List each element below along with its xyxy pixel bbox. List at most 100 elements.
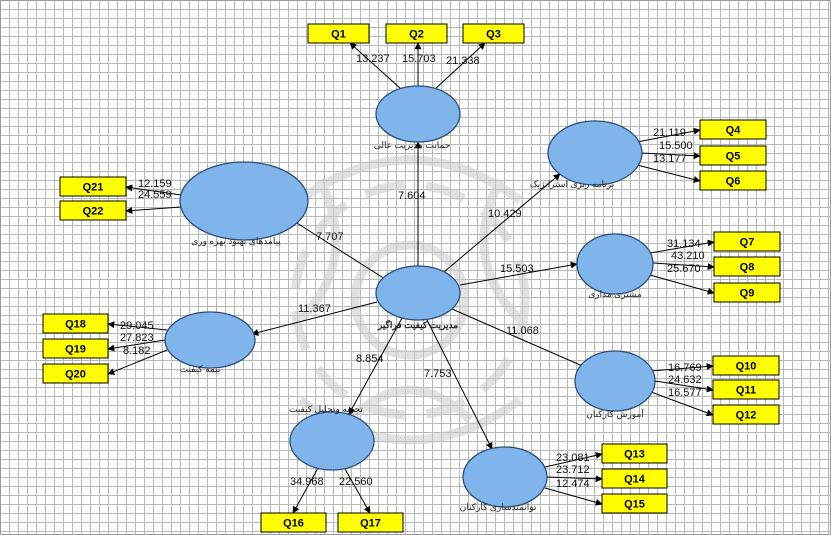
indicator-box bbox=[713, 256, 781, 277]
loading-path-q7 bbox=[649, 239, 715, 254]
indicator-label: Q19 bbox=[65, 344, 86, 356]
loading-coefficient: 31.134 bbox=[667, 238, 701, 250]
structural-path-L8 bbox=[288, 217, 386, 280]
path-coefficient: 7.707 bbox=[316, 231, 344, 243]
indicator-box bbox=[712, 404, 780, 425]
latent-central[interactable] bbox=[375, 265, 461, 321]
structural-path-L5 bbox=[426, 319, 493, 450]
indicator-q12[interactable]: Q12 bbox=[712, 404, 780, 425]
indicator-box bbox=[699, 119, 767, 140]
loading-path-q12 bbox=[650, 391, 714, 417]
indicator-q14[interactable]: Q14 bbox=[601, 468, 668, 489]
indicator-q7[interactable]: Q7 bbox=[713, 231, 781, 252]
loading-path-q21 bbox=[125, 184, 182, 196]
indicator-box bbox=[712, 355, 780, 376]
indicator-q21[interactable]: Q21 bbox=[59, 176, 127, 197]
latent-l3[interactable] bbox=[576, 233, 654, 295]
indicator-q17[interactable]: Q17 bbox=[337, 512, 404, 533]
loading-path-q1 bbox=[349, 42, 402, 90]
structural-path-L4 bbox=[451, 308, 588, 369]
loading-path-q20 bbox=[107, 349, 168, 375]
loading-path-q3 bbox=[434, 42, 486, 90]
indicator-box bbox=[260, 512, 327, 533]
indicator-q13[interactable]: Q13 bbox=[601, 443, 668, 464]
indicator-q11[interactable]: Q11 bbox=[712, 379, 780, 400]
loading-coefficient: 43.210 bbox=[671, 250, 705, 262]
indicator-label: Q22 bbox=[83, 206, 104, 218]
latent-ellipse bbox=[462, 446, 548, 508]
path-coefficient: 7.753 bbox=[424, 368, 452, 380]
latent-ellipse bbox=[547, 120, 643, 186]
path-coefficient: 7.604 bbox=[398, 190, 426, 202]
indicator-label: Q1 bbox=[331, 29, 346, 41]
latent-l2[interactable] bbox=[547, 120, 643, 186]
indicator-label: Q9 bbox=[740, 288, 755, 300]
loading-coefficient: 27.823 bbox=[120, 332, 154, 344]
indicator-q3[interactable]: Q3 bbox=[462, 23, 525, 44]
indicator-q5[interactable]: Q5 bbox=[699, 145, 767, 166]
indicator-q22[interactable]: Q22 bbox=[59, 200, 127, 221]
latent-label: مدیریت کیفیت فراگیر bbox=[377, 319, 458, 331]
indicator-label: Q5 bbox=[726, 151, 741, 163]
loading-path-q11 bbox=[654, 380, 714, 393]
latent-l4[interactable] bbox=[574, 350, 656, 412]
indicator-q1[interactable]: Q1 bbox=[307, 23, 370, 44]
indicator-box bbox=[462, 23, 525, 44]
loading-coefficient: 29.045 bbox=[120, 320, 154, 332]
latent-l7[interactable] bbox=[164, 311, 256, 369]
indicator-q4[interactable]: Q4 bbox=[699, 119, 767, 140]
loading-path-q9 bbox=[649, 274, 715, 295]
indicator-q15[interactable]: Q15 bbox=[601, 493, 668, 514]
indicator-q10[interactable]: Q10 bbox=[712, 355, 780, 376]
latent-ellipse bbox=[574, 350, 656, 412]
indicator-q6[interactable]: Q6 bbox=[699, 170, 767, 191]
indicator-q20[interactable]: Q20 bbox=[42, 363, 109, 384]
loading-path-q16 bbox=[292, 467, 319, 514]
latent-label: حمایت مدیریت عالی bbox=[374, 140, 451, 151]
loading-coefficient: 22.560 bbox=[339, 476, 373, 488]
loading-coefficient: 24.559 bbox=[138, 189, 172, 201]
path-coefficient: 10.429 bbox=[488, 208, 522, 220]
indicator-box bbox=[699, 170, 767, 191]
loading-coefficient: 21.338 bbox=[446, 55, 480, 67]
path-coefficient: 11.367 bbox=[298, 303, 331, 315]
loading-coefficient: 15.703 bbox=[402, 53, 436, 65]
indicator-box bbox=[59, 200, 127, 221]
indicator-q9[interactable]: Q9 bbox=[713, 282, 781, 303]
latent-label: پیامدهای بهبود بهره وری bbox=[191, 236, 281, 247]
loading-coefficient: 12.474 bbox=[556, 478, 590, 490]
indicator-box bbox=[59, 176, 127, 197]
latent-label: برنامه ریزی استراتژیک bbox=[530, 179, 614, 190]
latent-label: توانمندسازی کارکنان bbox=[460, 502, 537, 513]
loading-coefficient: 12.159 bbox=[138, 178, 172, 190]
indicator-box bbox=[712, 379, 780, 400]
structural-path-L6 bbox=[348, 317, 403, 415]
indicator-q16[interactable]: Q16 bbox=[260, 512, 327, 533]
indicator-label: Q2 bbox=[409, 29, 424, 41]
path-coefficient: 11.068 bbox=[506, 325, 539, 337]
latent-l1[interactable] bbox=[375, 85, 461, 143]
latent-l6[interactable] bbox=[289, 411, 375, 471]
loading-coefficient: 21.119 bbox=[653, 127, 686, 139]
loading-coefficient: 16.769 bbox=[668, 362, 702, 374]
indicator-q8[interactable]: Q8 bbox=[713, 256, 781, 277]
latent-l5[interactable] bbox=[462, 446, 548, 508]
loading-coefficient: 23.712 bbox=[556, 464, 590, 476]
indicator-label: Q13 bbox=[624, 449, 645, 461]
latent-ellipse bbox=[576, 233, 654, 295]
loading-coefficient: 23.081 bbox=[556, 452, 590, 464]
indicator-box bbox=[713, 282, 781, 303]
indicator-label: Q21 bbox=[83, 182, 104, 194]
indicator-q2[interactable]: Q2 bbox=[385, 23, 448, 44]
loading-coefficient: 13.177 bbox=[653, 153, 687, 165]
loading-path-q13 bbox=[544, 451, 603, 468]
indicator-box bbox=[307, 23, 370, 44]
indicator-box bbox=[42, 313, 109, 334]
indicator-q18[interactable]: Q18 bbox=[42, 313, 109, 334]
indicator-label: Q14 bbox=[624, 474, 646, 486]
latent-label: بیمه کیفیت bbox=[180, 364, 221, 374]
structural-path-L2 bbox=[443, 173, 561, 273]
indicator-q19[interactable]: Q19 bbox=[42, 338, 109, 359]
latent-l8[interactable] bbox=[179, 161, 309, 241]
indicator-box bbox=[337, 512, 404, 533]
